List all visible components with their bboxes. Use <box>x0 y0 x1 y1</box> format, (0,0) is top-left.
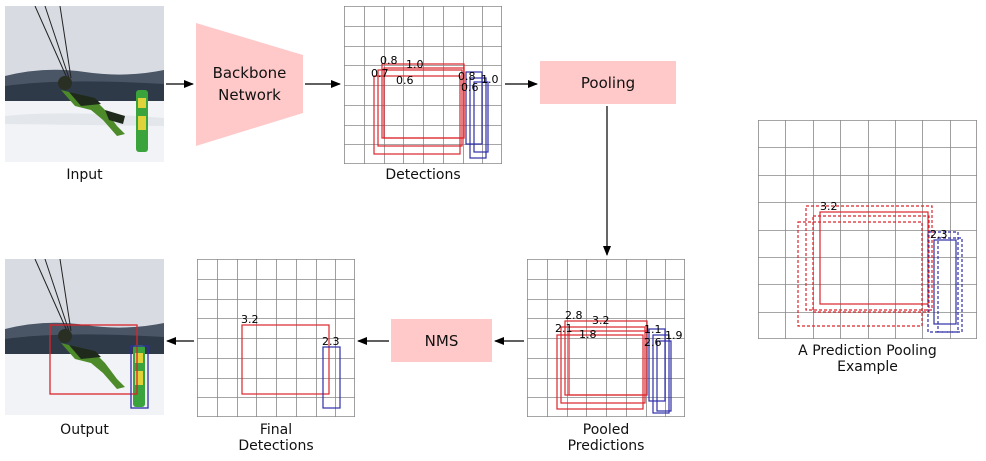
score-label: 0.6 <box>396 74 414 87</box>
backbone-label-line2: Network <box>218 86 281 104</box>
score-label: 2.6 <box>644 336 662 349</box>
example-caption-line1: A Prediction Pooling <box>798 343 937 359</box>
score-label: 2.1 <box>555 322 573 335</box>
final-caption-line1: Final <box>259 422 293 438</box>
final-detections-caption: Final Detections <box>197 422 355 454</box>
red-bbox <box>241 324 330 395</box>
pooled-caption-line1: Pooled <box>582 422 630 438</box>
score-label: 0.6 <box>461 81 479 94</box>
output-board-box <box>130 345 149 409</box>
score-label: 0.8 <box>380 54 398 67</box>
blue-bbox <box>933 239 957 325</box>
final-detections-grid: 3.2 2.3 <box>197 259 355 417</box>
red-bbox <box>819 211 929 305</box>
example-caption-line2: Example <box>837 359 898 375</box>
output-image <box>5 259 164 415</box>
example-grid-lines <box>758 120 977 339</box>
score-label: 1.8 <box>579 328 597 341</box>
score-label: 2.3 <box>930 228 948 241</box>
backbone-label-line1: Backbone <box>212 64 287 82</box>
pooled-predictions-caption: Pooled Predictions <box>527 422 685 454</box>
backbone-network-block <box>196 23 303 146</box>
nms-block: NMS <box>391 319 492 362</box>
blue-bbox <box>469 77 487 159</box>
score-label: 3.2 <box>241 313 259 326</box>
score-label: 0.8 <box>458 70 476 83</box>
output-person-box <box>49 324 138 395</box>
red-bbox <box>373 75 461 155</box>
backbone-network-label: Backbone Network <box>196 62 303 106</box>
score-label: 1.0 <box>406 58 424 71</box>
red-bbox <box>383 67 465 139</box>
pooling-label: Pooling <box>580 73 636 92</box>
nms-label: NMS <box>424 331 459 350</box>
pooled-caption-line2: Predictions <box>567 438 645 454</box>
red-bbox <box>556 334 644 410</box>
score-label: 3.2 <box>820 200 838 213</box>
pooling-example-grid: 3.2 2.3 <box>758 120 977 339</box>
score-label: 2.8 <box>565 309 583 322</box>
blue-bbox <box>322 346 341 409</box>
pooling-block: Pooling <box>540 61 676 104</box>
score-label: 1.0 <box>481 73 499 86</box>
output-caption: Output <box>60 422 109 438</box>
score-label: 2.3 <box>322 335 340 348</box>
red-bbox <box>797 221 923 327</box>
red-bbox <box>560 326 646 404</box>
red-bbox <box>568 330 648 396</box>
score-label: 0.7 <box>371 67 389 80</box>
score-label: 1.1 <box>644 323 662 336</box>
input-image <box>5 6 164 162</box>
detections-caption: Detections <box>385 167 461 183</box>
final-caption-line2: Detections <box>238 438 314 454</box>
pooling-example-caption: A Prediction Pooling Example <box>758 343 977 375</box>
blue-bbox <box>652 334 670 414</box>
pooled-grid-lines <box>527 259 685 417</box>
score-label: 1.9 <box>665 329 683 342</box>
input-caption: Input <box>66 167 103 183</box>
score-label: 3.2 <box>592 314 610 327</box>
red-bbox <box>812 215 930 313</box>
blue-bbox <box>656 340 672 412</box>
blue-bbox <box>473 81 489 153</box>
blue-bbox <box>937 237 963 333</box>
red-bbox <box>377 69 463 147</box>
red-bbox <box>805 205 933 311</box>
